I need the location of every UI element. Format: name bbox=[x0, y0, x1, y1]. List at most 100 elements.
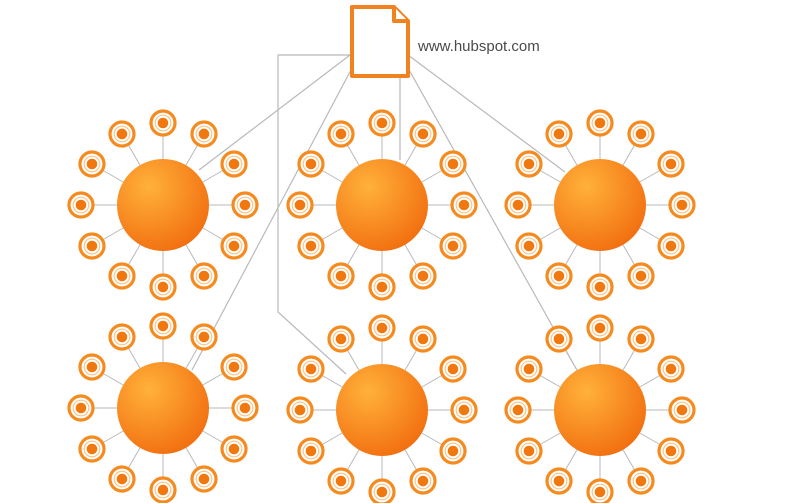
subtopic-node-icon[interactable] bbox=[297, 437, 325, 465]
subtopic-node-icon[interactable] bbox=[409, 120, 437, 148]
document-icon[interactable] bbox=[350, 5, 410, 78]
topic-cluster-hub bbox=[336, 159, 428, 251]
subtopic-node-icon[interactable] bbox=[627, 467, 655, 495]
subtopic-node-icon[interactable] bbox=[149, 273, 177, 301]
subtopic-dot bbox=[228, 443, 240, 455]
subtopic-node-icon[interactable] bbox=[586, 478, 614, 503]
subtopic-inner-ring bbox=[673, 401, 691, 419]
subtopic-node-icon[interactable] bbox=[297, 232, 325, 260]
subtopic-node-icon[interactable] bbox=[108, 323, 136, 351]
subtopic-node-icon[interactable] bbox=[409, 325, 437, 353]
subtopic-node-icon[interactable] bbox=[149, 109, 177, 137]
subtopic-inner-ring bbox=[373, 278, 391, 296]
subtopic-node-icon[interactable] bbox=[297, 355, 325, 383]
subtopic-node-icon[interactable] bbox=[220, 435, 248, 463]
spoke-line bbox=[564, 144, 580, 169]
subtopic-node-icon[interactable] bbox=[515, 150, 543, 178]
subtopic-node-icon[interactable] bbox=[657, 355, 685, 383]
subtopic-node-icon[interactable] bbox=[286, 396, 314, 424]
subtopic-node-icon[interactable] bbox=[78, 435, 106, 463]
subtopic-dot bbox=[376, 281, 388, 293]
subtopic-node-icon[interactable] bbox=[78, 353, 106, 381]
subtopic-node-icon[interactable] bbox=[67, 394, 95, 422]
subtopic-node-icon[interactable] bbox=[657, 150, 685, 178]
subtopic-node-icon[interactable] bbox=[586, 109, 614, 137]
spoke-line bbox=[620, 144, 636, 169]
subtopic-node-icon[interactable] bbox=[327, 467, 355, 495]
subtopic-inner-ring bbox=[195, 328, 213, 346]
subtopic-node-icon[interactable] bbox=[327, 120, 355, 148]
subtopic-node-icon[interactable] bbox=[297, 150, 325, 178]
subtopic-node-icon[interactable] bbox=[327, 325, 355, 353]
topic-cluster[interactable] bbox=[504, 314, 696, 503]
topic-cluster[interactable] bbox=[286, 109, 478, 301]
subtopic-node-icon[interactable] bbox=[368, 314, 396, 342]
subtopic-inner-ring bbox=[154, 317, 172, 335]
subtopic-inner-ring bbox=[632, 330, 650, 348]
subtopic-node-icon[interactable] bbox=[450, 191, 478, 219]
subtopic-node-icon[interactable] bbox=[439, 232, 467, 260]
subtopic-node-icon[interactable] bbox=[220, 353, 248, 381]
subtopic-node-icon[interactable] bbox=[515, 232, 543, 260]
subtopic-node-icon[interactable] bbox=[409, 262, 437, 290]
subtopic-node-icon[interactable] bbox=[190, 323, 218, 351]
subtopic-node-icon[interactable] bbox=[190, 262, 218, 290]
spoke-line bbox=[564, 446, 580, 471]
subtopic-dot bbox=[635, 333, 647, 345]
subtopic-node-icon[interactable] bbox=[368, 273, 396, 301]
subtopic-dot bbox=[86, 361, 98, 373]
subtopic-node-icon[interactable] bbox=[627, 262, 655, 290]
subtopic-node-icon[interactable] bbox=[668, 396, 696, 424]
subtopic-node-icon[interactable] bbox=[439, 150, 467, 178]
subtopic-node-icon[interactable] bbox=[657, 232, 685, 260]
subtopic-node-icon[interactable] bbox=[668, 191, 696, 219]
subtopic-dot bbox=[239, 199, 251, 211]
subtopic-node-icon[interactable] bbox=[627, 120, 655, 148]
subtopic-node-icon[interactable] bbox=[108, 465, 136, 493]
subtopic-node-icon[interactable] bbox=[108, 120, 136, 148]
topic-cluster[interactable] bbox=[504, 109, 696, 301]
subtopic-node-icon[interactable] bbox=[78, 150, 106, 178]
subtopic-node-icon[interactable] bbox=[439, 355, 467, 383]
subtopic-dot bbox=[635, 475, 647, 487]
subtopic-node-icon[interactable] bbox=[78, 232, 106, 260]
subtopic-node-icon[interactable] bbox=[149, 476, 177, 503]
subtopic-node-icon[interactable] bbox=[627, 325, 655, 353]
subtopic-node-icon[interactable] bbox=[190, 465, 218, 493]
subtopic-node-icon[interactable] bbox=[368, 109, 396, 137]
subtopic-node-icon[interactable] bbox=[190, 120, 218, 148]
subtopic-node-icon[interactable] bbox=[586, 273, 614, 301]
subtopic-node-icon[interactable] bbox=[149, 312, 177, 340]
subtopic-node-icon[interactable] bbox=[327, 262, 355, 290]
subtopic-node-icon[interactable] bbox=[515, 355, 543, 383]
subtopic-node-icon[interactable] bbox=[545, 467, 573, 495]
topic-cluster[interactable] bbox=[286, 314, 478, 503]
subtopic-node-icon[interactable] bbox=[586, 314, 614, 342]
spoke-line bbox=[402, 144, 418, 169]
subtopic-node-icon[interactable] bbox=[545, 325, 573, 353]
subtopic-node-icon[interactable] bbox=[657, 437, 685, 465]
subtopic-node-icon[interactable] bbox=[108, 262, 136, 290]
subtopic-node-icon[interactable] bbox=[504, 191, 532, 219]
subtopic-node-icon[interactable] bbox=[368, 478, 396, 503]
subtopic-inner-ring bbox=[113, 267, 131, 285]
subtopic-dot bbox=[157, 117, 169, 129]
subtopic-node-icon[interactable] bbox=[439, 437, 467, 465]
subtopic-node-icon[interactable] bbox=[545, 262, 573, 290]
site-url-label: www.hubspot.com bbox=[417, 38, 540, 55]
topic-cluster[interactable] bbox=[67, 109, 259, 301]
subtopic-node-icon[interactable] bbox=[409, 467, 437, 495]
subtopic-node-icon[interactable] bbox=[515, 437, 543, 465]
topic-cluster[interactable] bbox=[67, 312, 259, 503]
subtopic-inner-ring bbox=[550, 125, 568, 143]
subtopic-node-icon[interactable] bbox=[231, 191, 259, 219]
subtopic-node-icon[interactable] bbox=[286, 191, 314, 219]
subtopic-node-icon[interactable] bbox=[231, 394, 259, 422]
subtopic-node-icon[interactable] bbox=[67, 191, 95, 219]
subtopic-node-icon[interactable] bbox=[220, 150, 248, 178]
subtopic-node-icon[interactable] bbox=[545, 120, 573, 148]
subtopic-node-icon[interactable] bbox=[220, 232, 248, 260]
subtopic-node-icon[interactable] bbox=[504, 396, 532, 424]
subtopic-node-icon[interactable] bbox=[450, 396, 478, 424]
spoke-line bbox=[402, 241, 418, 266]
